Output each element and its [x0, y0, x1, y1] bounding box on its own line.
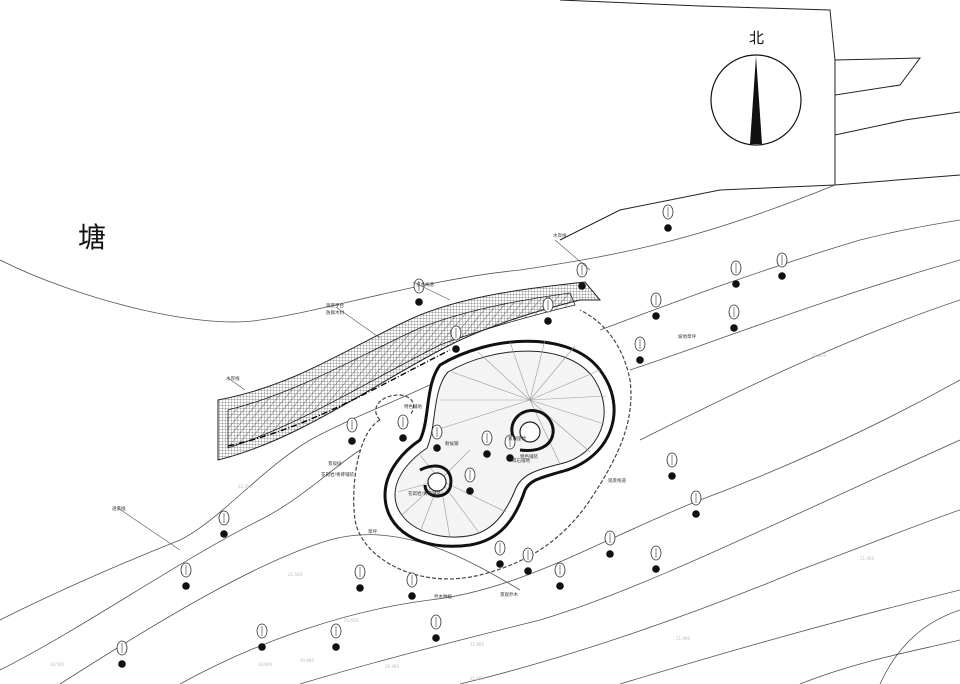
- annotation-16: 观景栈道: [608, 477, 626, 484]
- annotation-8: 景观座椅: [508, 435, 526, 442]
- annotation-4: 水岸线: [226, 375, 240, 382]
- outer-walkway: [353, 309, 632, 580]
- elevation-5: 21.900: [676, 636, 690, 641]
- tree-symbol: [464, 467, 476, 495]
- elevation-7: 18.500: [50, 662, 64, 667]
- spiral-pavilion: [383, 339, 616, 548]
- tree-symbol: [354, 564, 366, 592]
- annotation-0: 水岸线: [553, 232, 567, 239]
- tree-symbol: [730, 260, 742, 288]
- elevation-11: 21.000: [470, 676, 484, 681]
- tree-symbol: [650, 545, 662, 573]
- tree-symbol: [504, 434, 516, 462]
- tree-symbol: [256, 623, 268, 651]
- tree-symbol: [450, 325, 462, 353]
- tree-symbol: [218, 510, 230, 538]
- tree-symbol: [481, 430, 493, 458]
- annotations: 水岸线 亲水栈道 观景平台 防腐木材 水岸线 透景线 特色铺地 耐候钢 景观座椅…: [112, 232, 696, 600]
- north-label: 北: [749, 29, 765, 47]
- north-arrow: [710, 54, 802, 146]
- tree-symbol: [650, 292, 662, 320]
- tree-symbol: [522, 547, 534, 575]
- tree-symbol: [431, 424, 443, 452]
- elevation-3: 21.650: [344, 618, 358, 623]
- elevation-6: 21.950: [860, 556, 874, 561]
- pond-label: 塘: [78, 221, 107, 254]
- tree-symbol: [494, 540, 506, 568]
- annotation-1: 亲水栈道: [416, 281, 434, 288]
- trees: [116, 204, 788, 668]
- annotation-3: 防腐木材: [326, 309, 344, 316]
- tree-symbol: [430, 614, 442, 642]
- elevation-2: 21.500: [288, 572, 302, 577]
- leader-lines: [117, 239, 591, 551]
- annotation-10: 花岗岩/青砖铺装: [321, 471, 355, 478]
- annotation-11: 景观树: [328, 460, 342, 467]
- tree-symbol: [576, 262, 588, 290]
- elevation-4: 21.800: [470, 642, 484, 647]
- elevation-10: 20.900: [385, 664, 399, 669]
- tree-symbol: [634, 336, 646, 364]
- elevation-0: 21.850: [812, 353, 826, 358]
- boardwalk: [217, 281, 602, 461]
- annotation-13: 乔木种植: [434, 593, 452, 600]
- tree-symbol: [397, 414, 409, 442]
- tree-symbol: [776, 252, 788, 280]
- tree-symbol: [542, 297, 554, 325]
- tree-symbol: [346, 417, 358, 445]
- elevation-1: 22.450: [238, 484, 252, 489]
- tree-symbol: [604, 530, 616, 558]
- annotation-5: 透景线: [112, 505, 126, 512]
- tree-symbol: [690, 490, 702, 518]
- tree-symbol: [116, 640, 128, 668]
- contour-lines: [0, 184, 960, 684]
- elevation-8: 18.600: [258, 662, 272, 667]
- annotation-14: 景观乔木: [500, 591, 518, 598]
- annotation-18: 花岗岩/青砖铺装: [408, 490, 442, 497]
- tree-symbol: [406, 572, 418, 600]
- tree-symbol: [554, 562, 566, 590]
- tree-symbol: [413, 278, 425, 306]
- tree-symbol: [666, 452, 678, 480]
- tree-symbol: [330, 623, 342, 651]
- tree-symbol: [662, 204, 674, 232]
- tree-symbol: [728, 304, 740, 332]
- annotation-17: 特色铺装: [520, 453, 538, 460]
- annotation-6: 特色铺地: [404, 403, 422, 410]
- annotation-12: 草坪: [368, 528, 377, 535]
- annotation-9: 碎石铺地: [512, 457, 530, 464]
- elevation-9: 20.800: [300, 658, 314, 663]
- tree-symbol: [180, 562, 192, 590]
- annotation-15: 坡地草坪: [678, 333, 696, 340]
- elevation-markers: 21.850 22.450 21.500 21.650 21.800 21.90…: [50, 353, 874, 681]
- annotation-7: 耐候钢: [445, 440, 459, 447]
- annotation-2: 观景平台: [326, 302, 344, 309]
